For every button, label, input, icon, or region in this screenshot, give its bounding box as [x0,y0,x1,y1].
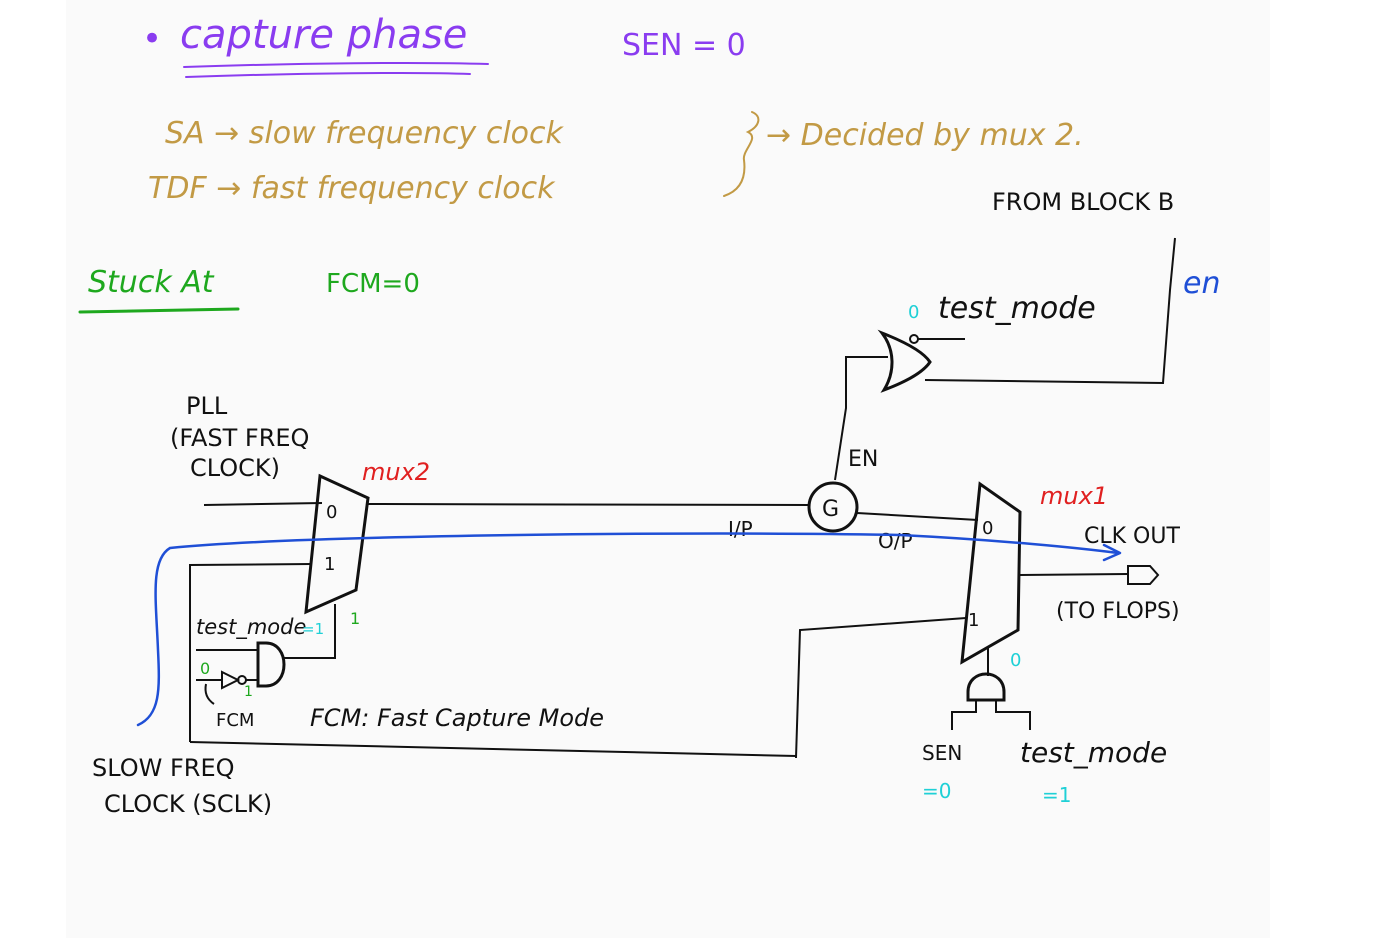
mux1-body [960,481,1022,665]
fcm-definition: FCM: Fast Capture Mode [310,704,604,732]
mode-title: Stuck At [88,265,215,300]
test-mode-and-value: =1 [302,620,324,638]
mux2-body [304,473,370,615]
mode-underline [78,307,240,314]
header-title: capture phase [180,12,467,58]
test-mode-bottom-value: =1 [1042,783,1071,807]
mux2-label: mux2 [362,458,430,486]
pll-line1: PLL [186,392,228,420]
mux1-select-zero: 0 [1010,650,1021,671]
decided-note: → Decided by mux 2. [766,118,1084,153]
clk-out-wire [1019,573,1129,576]
pll-line2: (FAST FREQ [170,424,309,452]
pll-in-wire [203,502,323,506]
header-bullet: • [142,19,162,59]
mux1-in0: 0 [982,518,993,539]
en-blue-label: en [1183,266,1220,301]
mux2-select-wire [282,604,336,659]
mux2-in0: 0 [326,502,337,523]
mux1-in1: 1 [968,610,979,631]
test-mode-top: test_mode [938,291,1096,326]
sa-rule: SA → slow frequency clock [165,116,565,151]
fcm-one: 1 [244,684,253,700]
tdf-rule: TDF → fast frequency clock [148,171,556,206]
fcm-pin-lead [204,683,215,705]
sen-value: =0 [922,779,951,803]
mux2-in1: 1 [324,554,335,575]
clk-out-port [1127,565,1160,585]
fcm-and-gate [256,641,286,688]
en-caps-label: EN [848,447,878,472]
gate-out-wire [856,512,979,521]
sclk-feed-wire [189,563,313,742]
ip-label: I/P [728,517,753,541]
slow-to-mux1-wire [795,617,967,759]
from-block-label: FROM BLOCK B [992,188,1174,216]
to-flops-label: (TO FLOPS) [1056,599,1180,624]
mux2-out-wire [365,503,811,506]
sen-and-inputs [951,700,1031,730]
en-wire [924,237,1176,385]
slow-clock-line1: SLOW FREQ [92,754,235,782]
sen-and-gate [966,672,1006,702]
or-out-wire [834,356,888,481]
or-gate [877,329,932,393]
clock-gate-label: G [822,497,839,522]
clock-path-trace [136,532,1120,727]
clk-out-label: CLK OUT [1084,524,1180,549]
fcm-zero: 0 [200,659,210,678]
fcm-mode: FCM=0 [326,269,420,299]
or-invert-bubble [909,334,919,344]
fcm-inverter [196,670,258,690]
sen-note: SEN = 0 [622,28,746,63]
mux2-select-one: 1 [350,609,360,628]
slow-clock-line2: CLOCK (SCLK) [104,790,272,818]
fcm-pin-label: FCM [216,710,254,731]
rule-brace [723,111,760,197]
pll-line3: CLOCK) [190,454,280,482]
clock-path-arrowhead [1102,543,1122,562]
test-mode-and: test_mode [196,615,306,640]
test-mode-bottom: test_mode [1020,736,1167,769]
title-underline [183,62,489,78]
sclk-wire [189,741,797,757]
mux1-label: mux1 [1040,482,1108,510]
note-page [66,0,1270,938]
or-input-zero: 0 [908,302,919,323]
op-label: O/P [878,529,913,553]
sen-label: SEN [922,741,962,765]
clock-gate [807,481,859,533]
